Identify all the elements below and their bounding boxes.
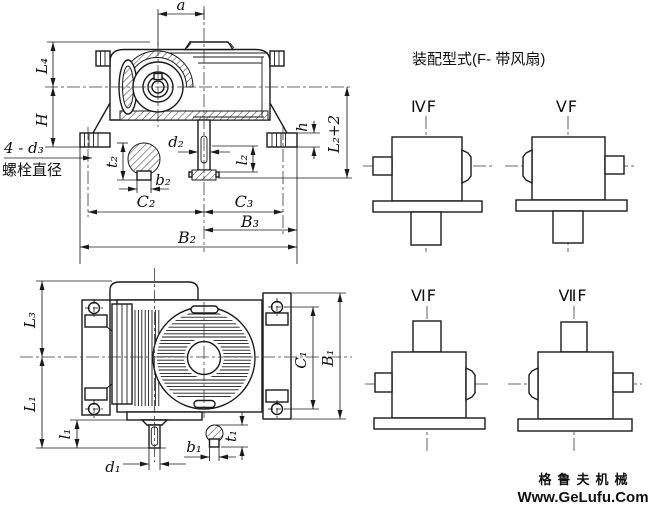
dim-label-C2: C₂ bbox=[137, 192, 156, 211]
variant-label-vf: ⅤF bbox=[556, 97, 578, 116]
variant-label-ivf: ⅣF bbox=[411, 97, 437, 116]
variant-vif: ⅥF bbox=[365, 286, 490, 452]
dim-label-b1: b₁ bbox=[186, 438, 202, 456]
assembly-heading: 装配型式(F- 带风扇) bbox=[412, 51, 545, 68]
front-dimensions: a L₄ H 4 - d₃ 螺栓直径 t₂ b₂ bbox=[2, 0, 352, 264]
bolt-caption: 螺栓直径 bbox=[2, 162, 62, 179]
dim-label-l2: l₂ bbox=[233, 155, 251, 166]
dim-label-b2: b₂ bbox=[155, 171, 171, 189]
variant-label-vif: ⅥF bbox=[411, 286, 437, 305]
dim-label-L2plus2: L₂+2 bbox=[325, 115, 343, 154]
variant-ivf: ⅣF bbox=[363, 97, 492, 252]
dim-label-h: h bbox=[293, 122, 311, 132]
front-key-section-detail bbox=[127, 142, 161, 181]
plan-left-bracket bbox=[81, 299, 118, 418]
dim-label-C1: C₁ bbox=[292, 351, 310, 369]
dim-label-C3: C₃ bbox=[235, 192, 254, 211]
dim-label-B2: B₂ bbox=[177, 228, 196, 247]
plan-dimensions: L₃ L₁ l₁ d₁ b₁ t₁ bbox=[21, 280, 346, 476]
dim-label-L3: L₃ bbox=[21, 312, 39, 329]
dim-label-a: a bbox=[177, 0, 186, 14]
watermark-url: Www.GeLufu.Com bbox=[517, 489, 648, 506]
front-housing bbox=[79, 41, 298, 148]
plan-right-bracket bbox=[251, 292, 292, 420]
watermark: 格鲁夫机械 Www.GeLufu.Com bbox=[517, 472, 648, 506]
dim-label-d1: d₁ bbox=[105, 458, 121, 476]
watermark-brand: 格鲁夫机械 bbox=[538, 472, 633, 487]
dim-label-t2: t₂ bbox=[103, 156, 121, 168]
gearbox-plan-view: L₃ L₁ l₁ d₁ b₁ t₁ bbox=[20, 268, 352, 476]
dim-label-t1: t₁ bbox=[222, 430, 240, 442]
dim-label-B3: B₃ bbox=[240, 212, 259, 231]
dim-label-H: H bbox=[33, 113, 51, 128]
variant-label-viif: ⅦF bbox=[558, 286, 587, 305]
plan-key-section-detail bbox=[205, 424, 224, 448]
assembly-variants: 装配型式(F- 带风扇) ⅣF ⅤF ⅥF bbox=[363, 51, 642, 454]
dim-label-d2: d₂ bbox=[168, 133, 184, 151]
dim-label-B1: B₁ bbox=[319, 349, 337, 367]
plan-centerlines bbox=[20, 268, 352, 462]
variant-viif: ⅦF bbox=[508, 286, 642, 454]
dim-label-l1: l₁ bbox=[56, 429, 74, 440]
dim-label-L1: L₁ bbox=[21, 396, 39, 413]
dim-label-L4: L₄ bbox=[33, 58, 51, 75]
gearbox-front-view: a L₄ H 4 - d₃ 螺栓直径 t₂ b₂ bbox=[2, 0, 352, 264]
bolt-callout: 4 - d₃ bbox=[3, 139, 44, 157]
variant-vf: ⅤF bbox=[505, 97, 634, 252]
